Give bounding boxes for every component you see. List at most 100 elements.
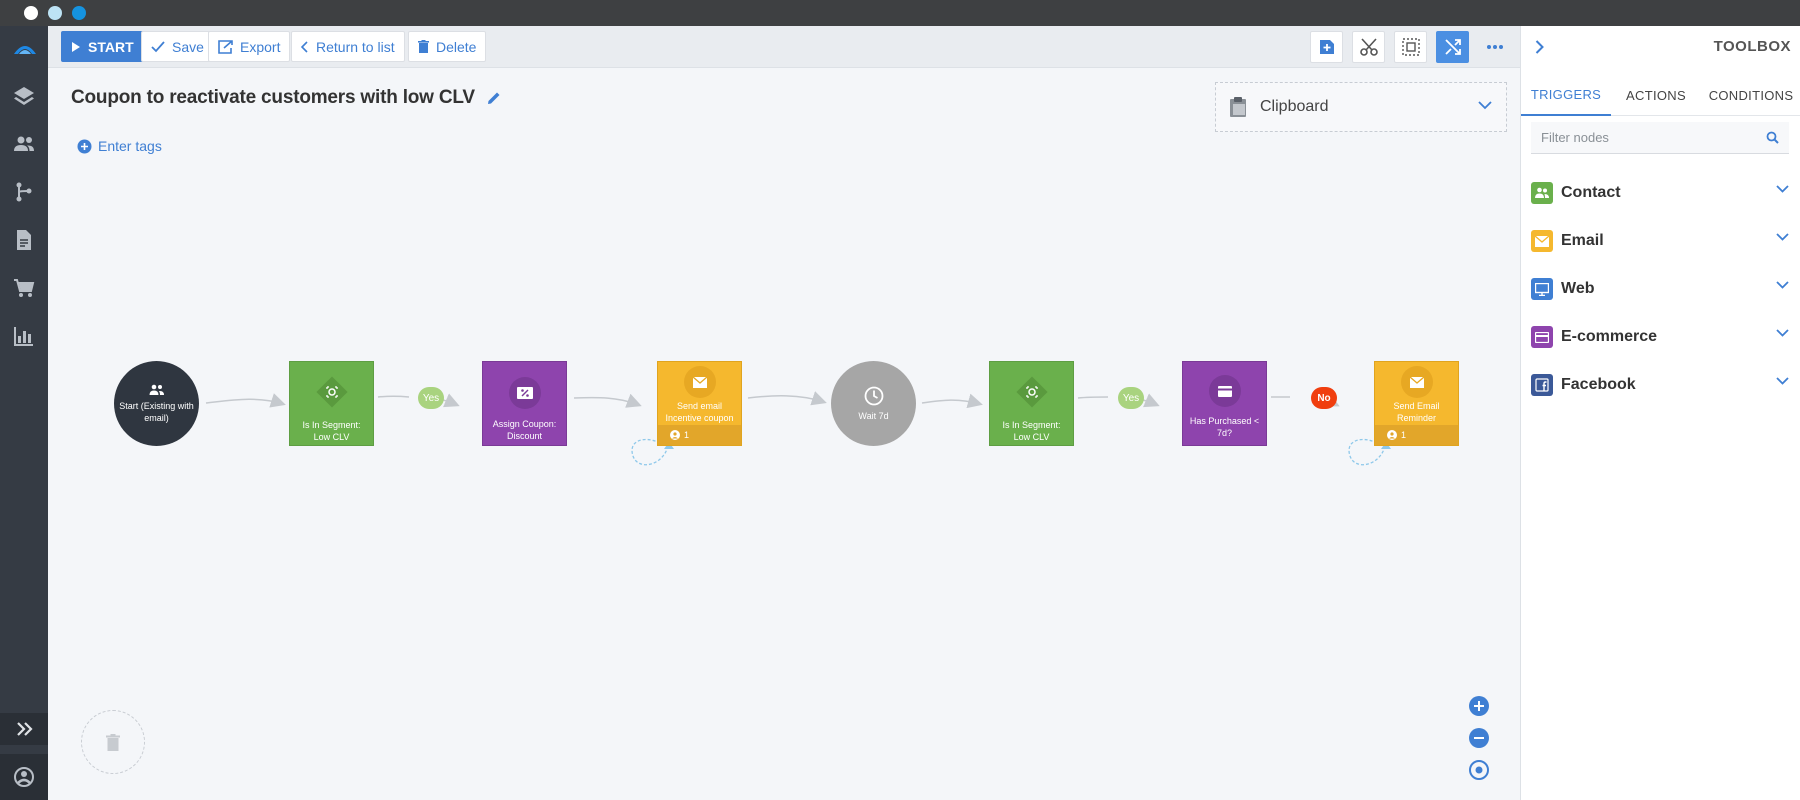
loop-connector — [1348, 438, 1386, 466]
tab-label: ACTIONS — [1626, 87, 1686, 103]
export-button[interactable]: Export — [208, 31, 291, 62]
workflow-title[interactable]: Coupon to reactivate customers with low … — [71, 87, 502, 109]
window-maximize-dot[interactable] — [72, 6, 86, 20]
branch-label: Yes — [1122, 392, 1140, 404]
workflow-node-wait[interactable]: Wait 7d — [831, 361, 916, 446]
add-note-icon — [1318, 38, 1336, 56]
category-contact[interactable]: Contact — [1531, 178, 1789, 208]
window-close-dot[interactable] — [24, 6, 38, 20]
workflow-node-segment-condition[interactable]: Is In Segment: Low CLV — [289, 361, 374, 446]
card-icon — [1208, 375, 1241, 407]
category-facebook[interactable]: Facebook — [1531, 370, 1789, 400]
delete-button[interactable]: Delete — [408, 31, 487, 62]
window-minimize-dot[interactable] — [48, 6, 62, 20]
workflow-title-text: Coupon to reactivate customers with low … — [71, 87, 475, 108]
category-e-commerce[interactable]: E-commerce — [1531, 322, 1789, 352]
branch-label: No — [1317, 392, 1331, 404]
delete-button-label: Delete — [436, 38, 477, 55]
add-circle-icon — [77, 139, 92, 154]
zoom-out-button[interactable] — [1468, 727, 1490, 749]
export-button-label: Export — [240, 38, 281, 55]
enter-tags-button[interactable]: Enter tags — [77, 138, 162, 154]
cut-button[interactable] — [1352, 31, 1385, 63]
tab-triggers[interactable]: TRIGGERS — [1521, 74, 1611, 116]
zoom-in-button[interactable] — [1468, 695, 1490, 717]
document-icon[interactable] — [12, 228, 36, 252]
branch-label: Yes — [422, 392, 440, 404]
branch-badge-no[interactable]: No — [1311, 387, 1337, 409]
people-icon — [149, 384, 165, 396]
more-options-button[interactable] — [1478, 31, 1511, 63]
category-label: Facebook — [1561, 376, 1636, 393]
tab-actions[interactable]: ACTIONS — [1611, 74, 1701, 116]
window-titlebar — [0, 0, 1800, 26]
filter-nodes-input[interactable]: Filter nodes — [1531, 122, 1789, 154]
connector — [205, 393, 286, 408]
node-label: Is In Segment: Low CLV — [1002, 420, 1061, 442]
drop-to-delete-zone[interactable] — [81, 710, 145, 774]
save-button[interactable]: Save — [141, 31, 214, 62]
category-email[interactable]: Email — [1531, 226, 1789, 256]
category-label: Email — [1561, 232, 1604, 249]
toolbox-title: TOOLBOX — [1713, 38, 1791, 55]
start-button[interactable]: START — [61, 31, 144, 62]
scissors-icon — [1359, 37, 1379, 57]
branch-badge-yes[interactable]: Yes — [418, 387, 444, 409]
node-label: Wait 7d — [858, 410, 889, 421]
start-button-label: START — [88, 38, 134, 55]
tab-conditions[interactable]: CONDITIONS — [1701, 74, 1800, 116]
workflow-node-assign-coupon[interactable]: Assign Coupon: Discount — [482, 361, 567, 446]
category-label: Contact — [1561, 184, 1621, 201]
user-stats-icon — [1387, 430, 1397, 440]
workflow-node-send-email[interactable]: Send email Incentive coupon 1 — [657, 361, 742, 446]
chevron-down-icon — [1776, 281, 1789, 289]
chevron-down-icon — [1776, 377, 1789, 385]
zoom-reset-button[interactable] — [1468, 759, 1490, 781]
facebook-icon — [1531, 374, 1553, 396]
edit-pencil-icon[interactable] — [486, 90, 502, 106]
clipboard-label: Clipboard — [1260, 98, 1329, 115]
user-account-icon[interactable] — [0, 754, 48, 800]
segment-icon — [1014, 374, 1050, 410]
export-icon — [218, 39, 233, 54]
category-label: Web — [1561, 280, 1595, 297]
contact-icon — [1531, 182, 1553, 204]
workflow-node-send-email[interactable]: Send Email Reminder 1 — [1374, 361, 1459, 446]
workflow-node-start[interactable]: Start (Existing with email) — [114, 361, 199, 446]
trash-icon — [418, 40, 429, 53]
node-contact-count: 1 — [684, 430, 690, 440]
contacts-icon[interactable] — [12, 132, 36, 156]
category-web[interactable]: Web — [1531, 274, 1789, 304]
chevron-left-icon — [301, 40, 309, 53]
clipboard-icon — [1228, 96, 1248, 118]
workflow-node-has-purchased[interactable]: Has Purchased < 7d? — [1182, 361, 1267, 446]
return-button-label: Return to list — [316, 38, 395, 55]
expand-nav-button[interactable] — [0, 713, 48, 745]
branch-badge-yes[interactable]: Yes — [1118, 387, 1144, 409]
clipboard-dropdown[interactable]: Clipboard — [1215, 82, 1507, 132]
email-icon — [683, 366, 716, 398]
logo-icon[interactable] — [12, 36, 36, 60]
coupon-icon — [508, 377, 541, 409]
layers-icon[interactable] — [12, 84, 36, 108]
chevron-down-icon — [1776, 329, 1789, 337]
loop-connector — [631, 438, 669, 466]
reports-icon[interactable] — [12, 324, 36, 348]
select-all-button[interactable] — [1394, 31, 1427, 63]
cart-icon[interactable] — [12, 276, 36, 300]
enter-tags-label: Enter tags — [98, 138, 162, 154]
add-note-button[interactable] — [1310, 31, 1343, 63]
workflow-node-segment-condition[interactable]: Is In Segment: Low CLV — [989, 361, 1074, 446]
connector — [1077, 396, 1109, 399]
chevron-down-icon — [1776, 185, 1789, 193]
workflow-icon[interactable] — [12, 180, 36, 204]
return-to-list-button[interactable]: Return to list — [291, 31, 405, 62]
node-label: Send Email Reminder — [1393, 401, 1440, 423]
node-label: Start (Existing with email) — [119, 400, 194, 423]
monitor-icon — [1531, 278, 1553, 300]
chevron-down-icon — [1776, 233, 1789, 241]
collapse-panel-icon[interactable] — [1535, 40, 1544, 54]
auto-layout-button[interactable] — [1436, 31, 1469, 63]
play-icon — [71, 41, 81, 53]
workflow-canvas — [205, 391, 1391, 466]
